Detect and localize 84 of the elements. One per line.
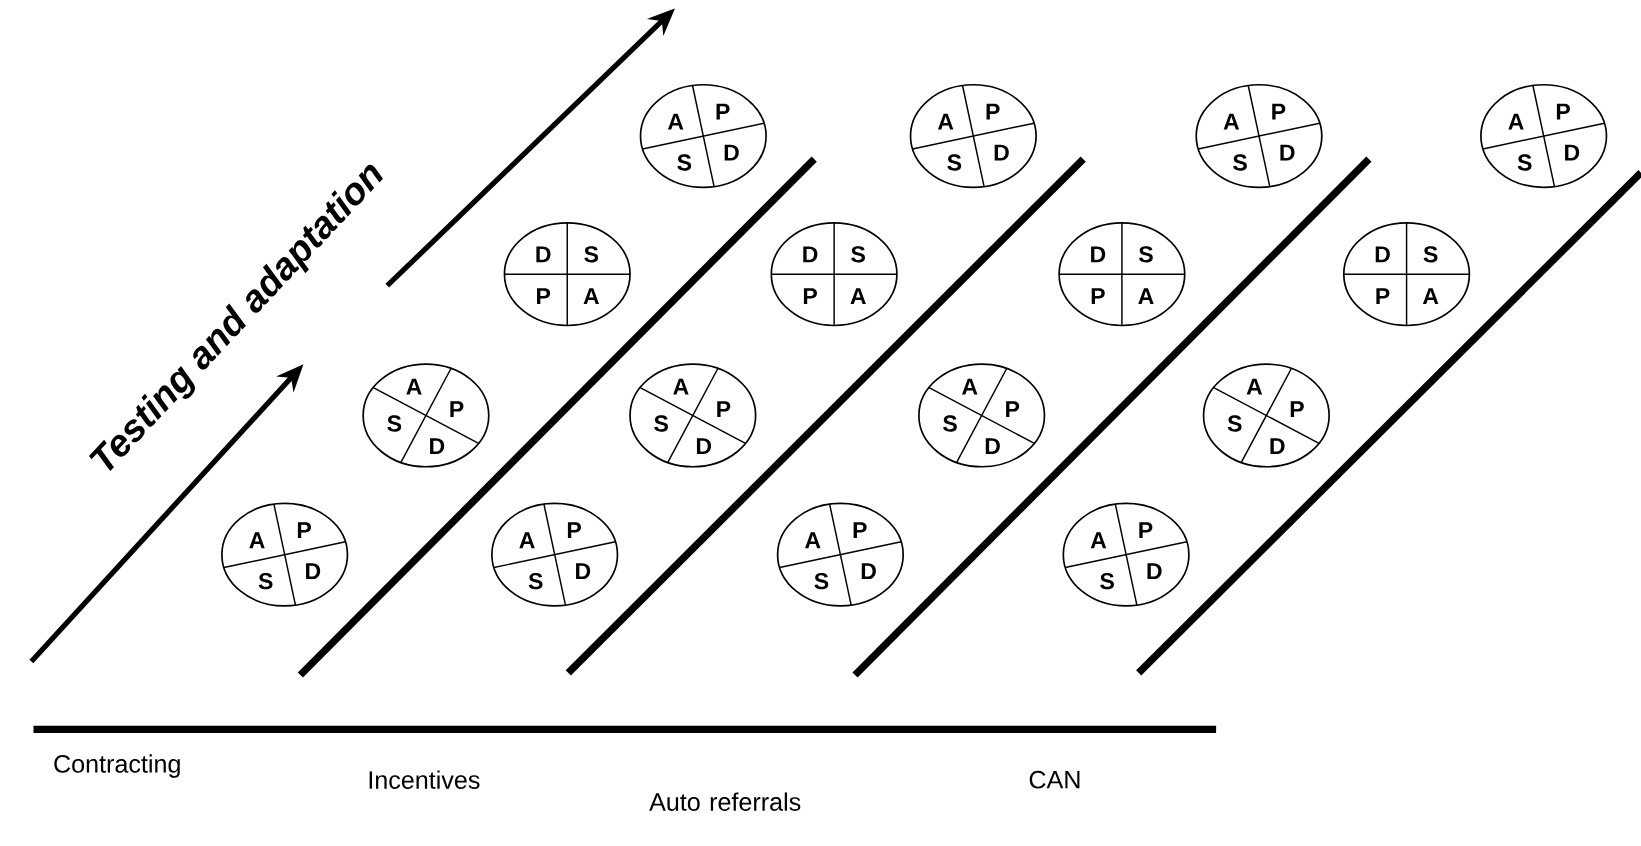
- quadrant-letter: D: [1147, 563, 1162, 580]
- quadrant-letter: D: [1280, 144, 1295, 161]
- pdsa-oval: [639, 84, 767, 189]
- pdsa-oval: [1062, 502, 1190, 607]
- quadrant-letter: S: [258, 573, 273, 590]
- quadrant-letter: P: [1556, 103, 1570, 120]
- quadrant-letter: D: [994, 144, 1009, 161]
- phase-label: Auto referrals: [649, 792, 801, 812]
- quadrant-letter: P: [537, 288, 551, 305]
- quadrant-letter: P: [297, 522, 311, 539]
- quadrant-letter: S: [1423, 246, 1438, 263]
- quadrant-letter: P: [716, 103, 730, 120]
- quadrant-letter: D: [430, 438, 445, 455]
- pdsa-oval: [1195, 84, 1323, 189]
- quadrant-letter: S: [947, 154, 962, 171]
- pdsa-oval: [909, 84, 1037, 189]
- quadrant-letter: A: [673, 378, 689, 395]
- pdsa-oval: [629, 363, 757, 468]
- phase-label: Contracting: [54, 754, 180, 778]
- quadrant-letter: A: [249, 532, 265, 549]
- quadrant-letter: P: [986, 103, 1000, 120]
- quadrant-letter: D: [696, 438, 712, 455]
- quadrant-letter: P: [1376, 288, 1390, 305]
- quadrant-letter: S: [584, 246, 599, 263]
- pdsa-oval: [491, 502, 619, 607]
- quadrant-letter: D: [1270, 438, 1285, 455]
- pdsa-oval: [1058, 222, 1186, 327]
- quadrant-letter: A: [1246, 378, 1263, 395]
- quadrant-letter: D: [724, 144, 739, 161]
- pdsa-oval: [770, 222, 898, 327]
- quadrant-letter: P: [1139, 522, 1153, 539]
- quadrant-letter: S: [528, 573, 543, 590]
- quadrant-letter: A: [583, 288, 599, 305]
- pdsa-oval: [362, 363, 490, 468]
- phase-label: CAN: [1029, 771, 1080, 789]
- pdsa-oval: [221, 502, 349, 607]
- quadrant-letter: S: [1138, 246, 1153, 263]
- quadrant-letter: S: [851, 246, 865, 263]
- pdsa-oval: [503, 222, 631, 327]
- pdsa-oval: [1342, 222, 1471, 327]
- quadrant-letter: P: [1272, 103, 1286, 120]
- quadrant-letter: D: [536, 246, 551, 263]
- quadrant-letter: A: [805, 532, 821, 549]
- quadrant-letter: D: [861, 563, 876, 580]
- pdsa-oval: [1480, 84, 1608, 189]
- quadrant-letter: P: [853, 522, 867, 539]
- phase-label: Incentives: [369, 770, 480, 790]
- quadrant-letter: P: [567, 522, 581, 539]
- quadrant-letter: P: [717, 401, 731, 418]
- quadrant-letter: S: [943, 415, 957, 432]
- quadrant-letter: S: [1517, 154, 1532, 171]
- quadrant-letter: D: [1091, 246, 1106, 263]
- quadrant-letter: D: [985, 438, 1000, 455]
- quadrant-letter: P: [1006, 401, 1020, 418]
- quadrant-letter: A: [1138, 288, 1154, 305]
- quadrant-letter: A: [937, 113, 954, 130]
- quadrant-letter: A: [1508, 113, 1524, 130]
- quadrant-letter: D: [1375, 246, 1390, 263]
- quadrant-letter: D: [803, 246, 818, 263]
- pdsa-oval: [918, 363, 1046, 468]
- quadrant-letter: S: [387, 415, 402, 432]
- quadrant-letter: S: [677, 154, 692, 171]
- quadrant-letter: A: [406, 378, 422, 395]
- quadrant-letter: S: [814, 573, 829, 590]
- quadrant-letter: S: [1100, 573, 1114, 590]
- quadrant-letter: S: [654, 415, 668, 432]
- quadrant-letter: S: [1233, 154, 1247, 171]
- quadrant-letter: A: [1422, 288, 1439, 305]
- quadrant-letter: A: [519, 532, 535, 549]
- quadrant-letter: A: [1090, 532, 1107, 549]
- quadrant-letter: P: [803, 288, 817, 305]
- quadrant-letter: P: [1091, 288, 1105, 305]
- quadrant-letter: P: [1290, 401, 1304, 418]
- quadrant-letter: S: [1227, 415, 1242, 432]
- quadrant-letter: A: [1223, 113, 1240, 130]
- quadrant-letter: D: [306, 563, 321, 580]
- quadrant-letter: D: [1565, 144, 1580, 161]
- quadrant-letter: D: [576, 563, 591, 580]
- pdsa-oval: [776, 502, 905, 607]
- quadrant-letter: A: [850, 288, 866, 305]
- quadrant-letter: A: [667, 113, 684, 130]
- quadrant-letter: P: [450, 401, 464, 418]
- quadrant-letter: A: [962, 378, 978, 395]
- pdsa-oval: [1202, 363, 1330, 468]
